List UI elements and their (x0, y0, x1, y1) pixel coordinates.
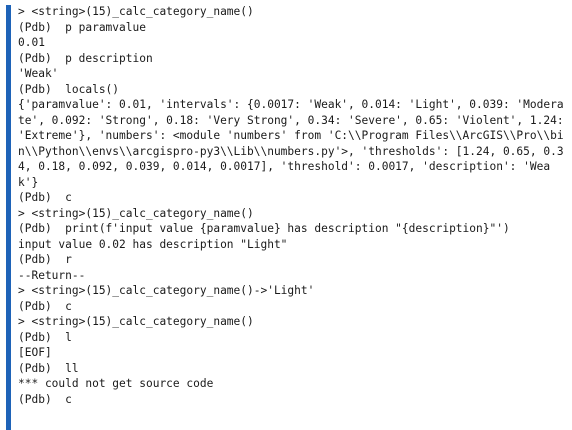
console-line: (Pdb) c (18, 191, 72, 204)
console-line: te', 0.092: 'Strong', 0.18: 'Very Strong… (18, 113, 564, 127)
console-line: k'} (18, 175, 39, 189)
console-line: > <string>(15)_calc_category_name()->'Li… (18, 284, 315, 297)
console-line: > <string>(15)_calc_category_name() (18, 206, 254, 220)
console-line: 0.01 (18, 36, 45, 49)
console-line: (Pdb) ll (18, 361, 79, 375)
console-line: 4, 0.18, 0.092, 0.039, 0.014, 0.0017], '… (18, 160, 551, 173)
console-line: input value 0.02 has description "Light" (18, 237, 288, 251)
console-output: > <string>(15)_calc_category_name() (Pdb… (18, 4, 570, 407)
console-line: (Pdb) c (18, 299, 72, 313)
console-line: (Pdb) p paramvalue (18, 20, 146, 34)
console-line: *** could not get source code (18, 377, 214, 390)
console-line: (Pdb) l (18, 330, 72, 344)
console-line: --Return-- (18, 268, 86, 282)
console-line: > <string>(15)_calc_category_name() (18, 5, 254, 18)
console-line: (Pdb) locals() (18, 82, 120, 96)
console-line: [EOF] (18, 346, 52, 359)
console-line: {'paramvalue': 0.01, 'intervals': {0.001… (18, 98, 564, 111)
output-accent-bar (6, 5, 11, 430)
console-line: (Pdb) p description (18, 51, 153, 65)
console-line: 'Weak' (18, 67, 59, 80)
console-line: (Pdb) c (18, 392, 72, 406)
console-line: 'Extreme'}, 'numbers': <module 'numbers'… (18, 129, 564, 142)
console-line: > <string>(15)_calc_category_name() (18, 315, 254, 328)
console-line: (Pdb) print(f'input value {paramvalue} h… (18, 222, 510, 235)
console-line: n\\Python\\envs\\arcgispro-py3\\Lib\\num… (18, 144, 564, 158)
console-line: (Pdb) r (18, 253, 72, 266)
